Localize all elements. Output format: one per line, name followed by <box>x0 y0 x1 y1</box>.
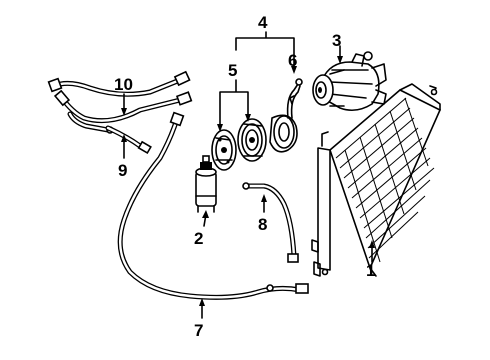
callout-5: 5 <box>228 61 237 80</box>
callout-7: 7 <box>194 321 203 340</box>
clutch-pulley <box>237 118 267 162</box>
callout-8: 8 <box>258 215 267 234</box>
liquid-line <box>105 125 152 155</box>
callout-1: 1 <box>366 261 375 280</box>
callout-3: 3 <box>332 31 341 50</box>
clutch-coil <box>269 114 298 153</box>
callout-10: 10 <box>114 75 133 94</box>
hose-assembly-upper <box>47 70 193 134</box>
long-hose <box>117 111 309 300</box>
condenser-fins <box>335 97 435 263</box>
receiver-drier <box>195 155 217 213</box>
callout-2: 2 <box>194 229 203 248</box>
clutch-plate <box>211 129 237 171</box>
leader-lines <box>121 31 375 319</box>
condenser <box>311 83 442 277</box>
callout-9: 9 <box>118 161 127 180</box>
callout-6: 6 <box>288 51 297 70</box>
discharge-line <box>242 182 299 263</box>
callout-4: 4 <box>258 13 268 32</box>
compressor <box>312 51 387 112</box>
clutch-wire-lead <box>286 78 303 119</box>
